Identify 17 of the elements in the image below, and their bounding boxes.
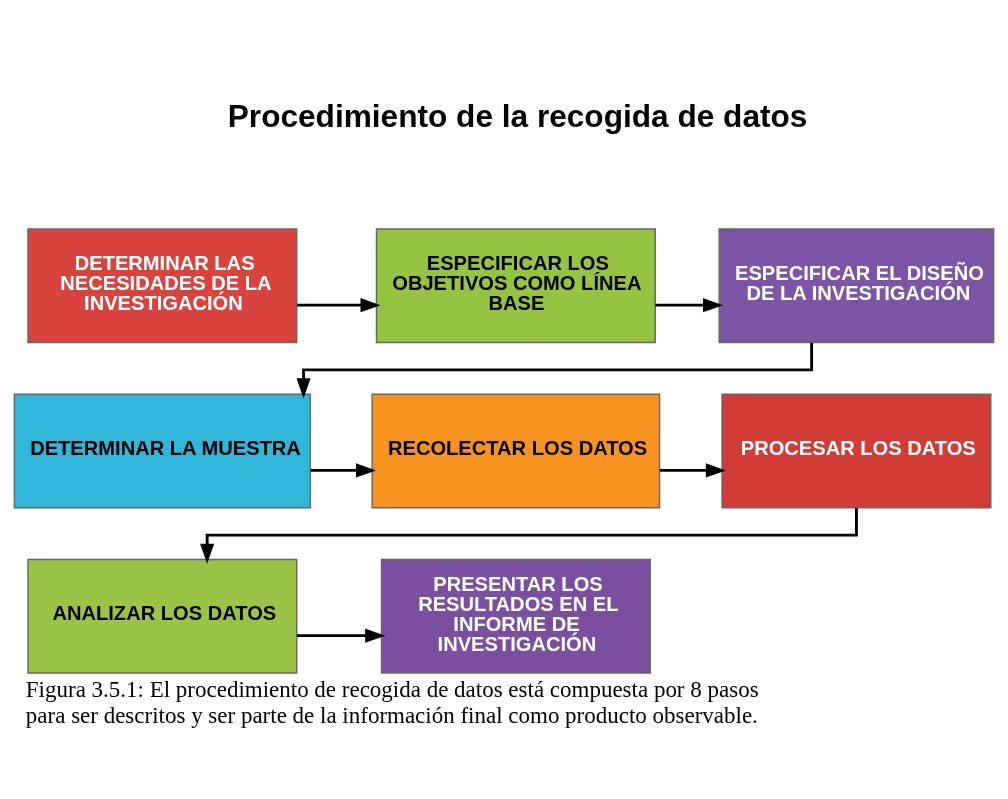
node-box: RECOLECTAR LOS DATOS [371,393,661,508]
node-box: DETERMINAR LAS NECESIDADES DE LA INVESTIGACIÓN [27,227,298,343]
node-box: ESPECIFICAR EL DISEÑO DE LA INVESTIGACIÓN [718,227,995,343]
arrow [659,462,726,477]
arrow [655,297,724,312]
arrow [297,628,386,643]
node-box: PRESENTAR LOS RESULTADOS EN EL INFORME DE INVESTIGACIÓN [380,558,651,674]
caption: Figura 3.5.1: El procedimiento de recogida de datos está compuesta por 8 pasos para ser descritos y ser parte de la información final como producto observable. [25,676,759,728]
arrow [296,342,814,399]
arrow [297,297,381,312]
node-box: PROCESAR LOS DATOS [721,393,992,508]
node-box: ANALIZAR LOS DATOS [27,558,298,674]
node-box: ESPECIFICAR LOS OBJETIVOS COMO LÍNEA BASE [375,227,656,343]
node-box: DETERMINAR LA MUESTRA [13,393,312,508]
arrow [310,462,377,477]
arrow [200,507,858,564]
diagram-title: Procedimiento de la recogida de datos [227,97,808,134]
